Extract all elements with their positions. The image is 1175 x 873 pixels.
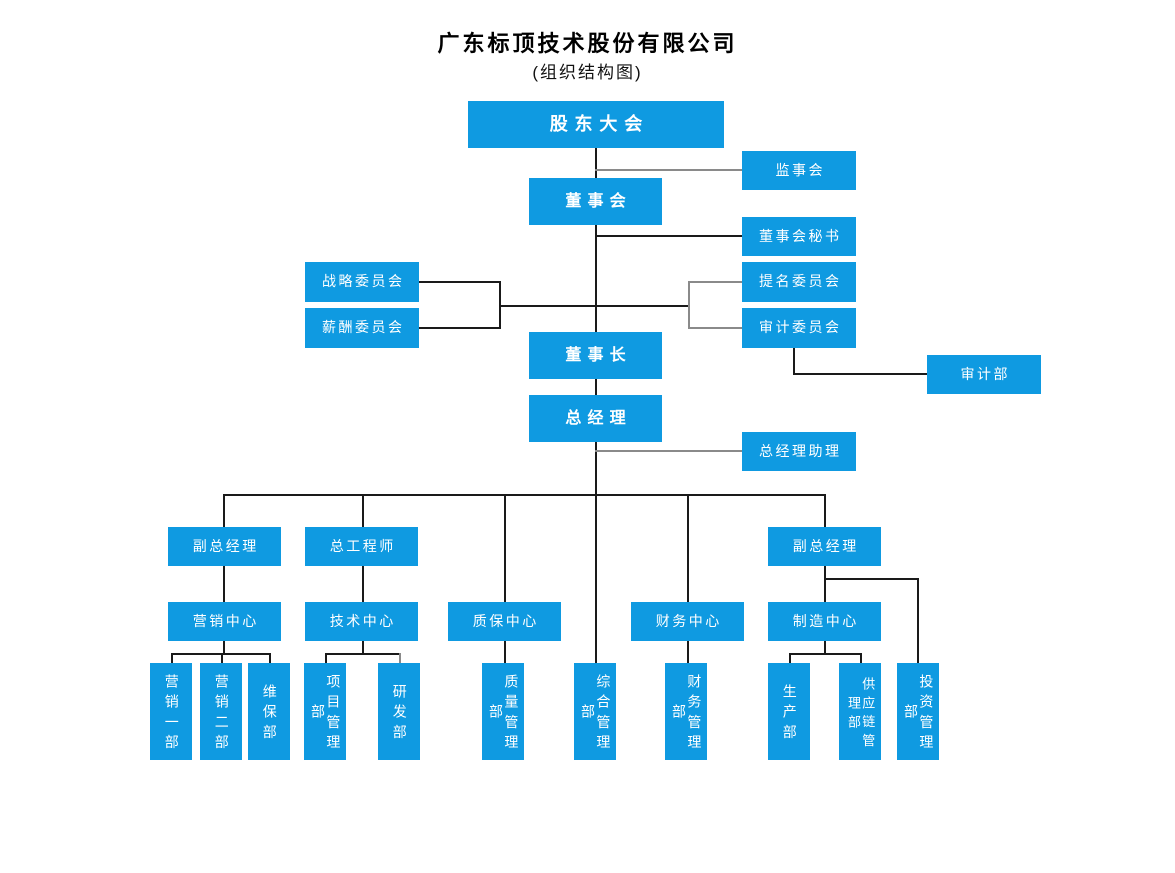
connector-line — [687, 641, 689, 663]
connector-line — [223, 566, 225, 602]
org-node-investment-management-dept: 投资管理部 — [897, 663, 939, 760]
connector-line — [824, 494, 826, 527]
org-node-general-management-dept: 综合管理部 — [574, 663, 616, 760]
org-node-supply-chain-management-dept: 供应链管理部 — [839, 663, 881, 760]
org-node-deputy-gm-left: 副总经理 — [168, 527, 281, 566]
connector-line — [595, 450, 742, 452]
connector-line — [362, 566, 364, 602]
org-node-rd-dept: 研发部 — [378, 663, 420, 760]
connector-line — [595, 148, 597, 178]
org-node-compensation-committee: 薪酬委员会 — [305, 308, 419, 348]
org-node-finance-management-dept: 财务管理部 — [665, 663, 707, 760]
connector-line — [688, 281, 690, 329]
org-node-chief-engineer: 总工程师 — [305, 527, 418, 566]
org-node-strategy-committee: 战略委员会 — [305, 262, 419, 302]
org-node-finance-center: 财务中心 — [631, 602, 744, 641]
connector-line — [171, 653, 173, 663]
connector-line — [504, 494, 506, 602]
page-title: 广东标顶技术股份有限公司 — [437, 31, 738, 56]
org-node-quality-management-dept: 质量管理部 — [482, 663, 524, 760]
connector-line — [504, 641, 506, 663]
page-subtitle: (组织结构图) — [532, 63, 643, 82]
connector-line — [325, 653, 399, 655]
org-node-shareholders-meeting: 股东大会 — [468, 101, 724, 148]
org-node-production-dept: 生产部 — [768, 663, 810, 760]
connector-line — [499, 305, 689, 307]
org-node-board-secretary: 董事会秘书 — [742, 217, 856, 256]
org-node-audit-committee: 审计委员会 — [742, 308, 856, 348]
connector-line — [419, 281, 500, 283]
connector-line — [595, 379, 597, 395]
connector-line — [687, 494, 689, 602]
org-node-qa-center: 质保中心 — [448, 602, 561, 641]
org-node-manufacturing-center: 制造中心 — [768, 602, 881, 641]
connector-line — [325, 653, 327, 663]
connector-line — [595, 494, 597, 663]
connector-line — [917, 578, 919, 663]
connector-line — [221, 653, 223, 663]
org-node-chairman: 董事长 — [529, 332, 662, 379]
org-node-gm-assistant: 总经理助理 — [742, 432, 856, 471]
org-node-deputy-gm-right: 副总经理 — [768, 527, 881, 566]
connector-line — [595, 235, 742, 237]
connector-line — [824, 641, 826, 653]
org-node-marketing-dept-2: 营销二部 — [200, 663, 242, 760]
org-node-marketing-center: 营销中心 — [168, 602, 281, 641]
org-node-project-management-dept: 项目管理部 — [304, 663, 346, 760]
org-node-supervisory-board: 监事会 — [742, 151, 856, 190]
connector-line — [595, 225, 597, 332]
connector-line — [860, 653, 862, 663]
org-node-general-manager: 总经理 — [529, 395, 662, 442]
connector-line — [688, 281, 742, 283]
connector-line — [688, 327, 742, 329]
connector-line — [223, 641, 225, 653]
connector-line — [793, 348, 795, 375]
connector-line — [793, 373, 927, 375]
org-node-maintenance-dept: 维保部 — [248, 663, 290, 760]
org-node-board-of-directors: 董事会 — [529, 178, 662, 225]
org-node-technology-center: 技术中心 — [305, 602, 418, 641]
connector-line — [789, 653, 791, 663]
connector-line — [419, 327, 500, 329]
org-node-marketing-dept-1: 营销一部 — [150, 663, 192, 760]
connector-line — [824, 578, 917, 580]
connector-line — [399, 653, 401, 663]
connector-line — [595, 169, 742, 171]
connector-line — [824, 566, 826, 602]
connector-line — [223, 494, 225, 527]
connector-line — [789, 653, 860, 655]
connector-line — [223, 494, 826, 496]
connector-line — [269, 653, 271, 663]
connector-line — [362, 494, 364, 527]
org-node-nomination-committee: 提名委员会 — [742, 262, 856, 302]
connector-line — [595, 442, 597, 494]
connector-line — [171, 653, 269, 655]
org-node-audit-department: 审计部 — [927, 355, 1041, 394]
connector-line — [362, 641, 364, 653]
